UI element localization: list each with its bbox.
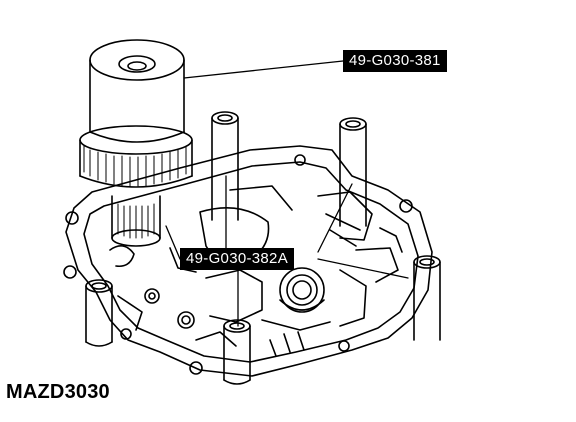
guide-pin [339,117,367,227]
pinion-shaft [111,195,161,247]
bolt-lug [63,265,77,279]
bolt-lug [399,199,413,213]
leader-line-382a-right [317,258,409,279]
tool-label-381: 49-G030-381 [343,50,447,72]
gear [79,125,193,188]
bolt-lug [338,340,350,352]
leader-line-381 [183,60,344,79]
bolt-lug [144,288,160,304]
guide-pin [413,255,441,341]
leader-line-382a-left [165,225,181,260]
guide-pin [223,319,251,385]
figure-id: MAZD3030 [6,381,110,403]
bolt-lug [65,211,79,225]
guide-pin [85,279,113,347]
bolt-lug [177,311,195,329]
bearing-bore [279,267,325,313]
guide-pin [211,111,239,221]
bolt-lug [189,361,203,375]
bolt-lug [294,154,306,166]
tool-label-382a: 49-G030-382A [180,248,295,270]
special-tool-cylinder [89,39,185,143]
bolt-lug [120,328,132,340]
leader-line-382a-right-up [317,183,353,253]
